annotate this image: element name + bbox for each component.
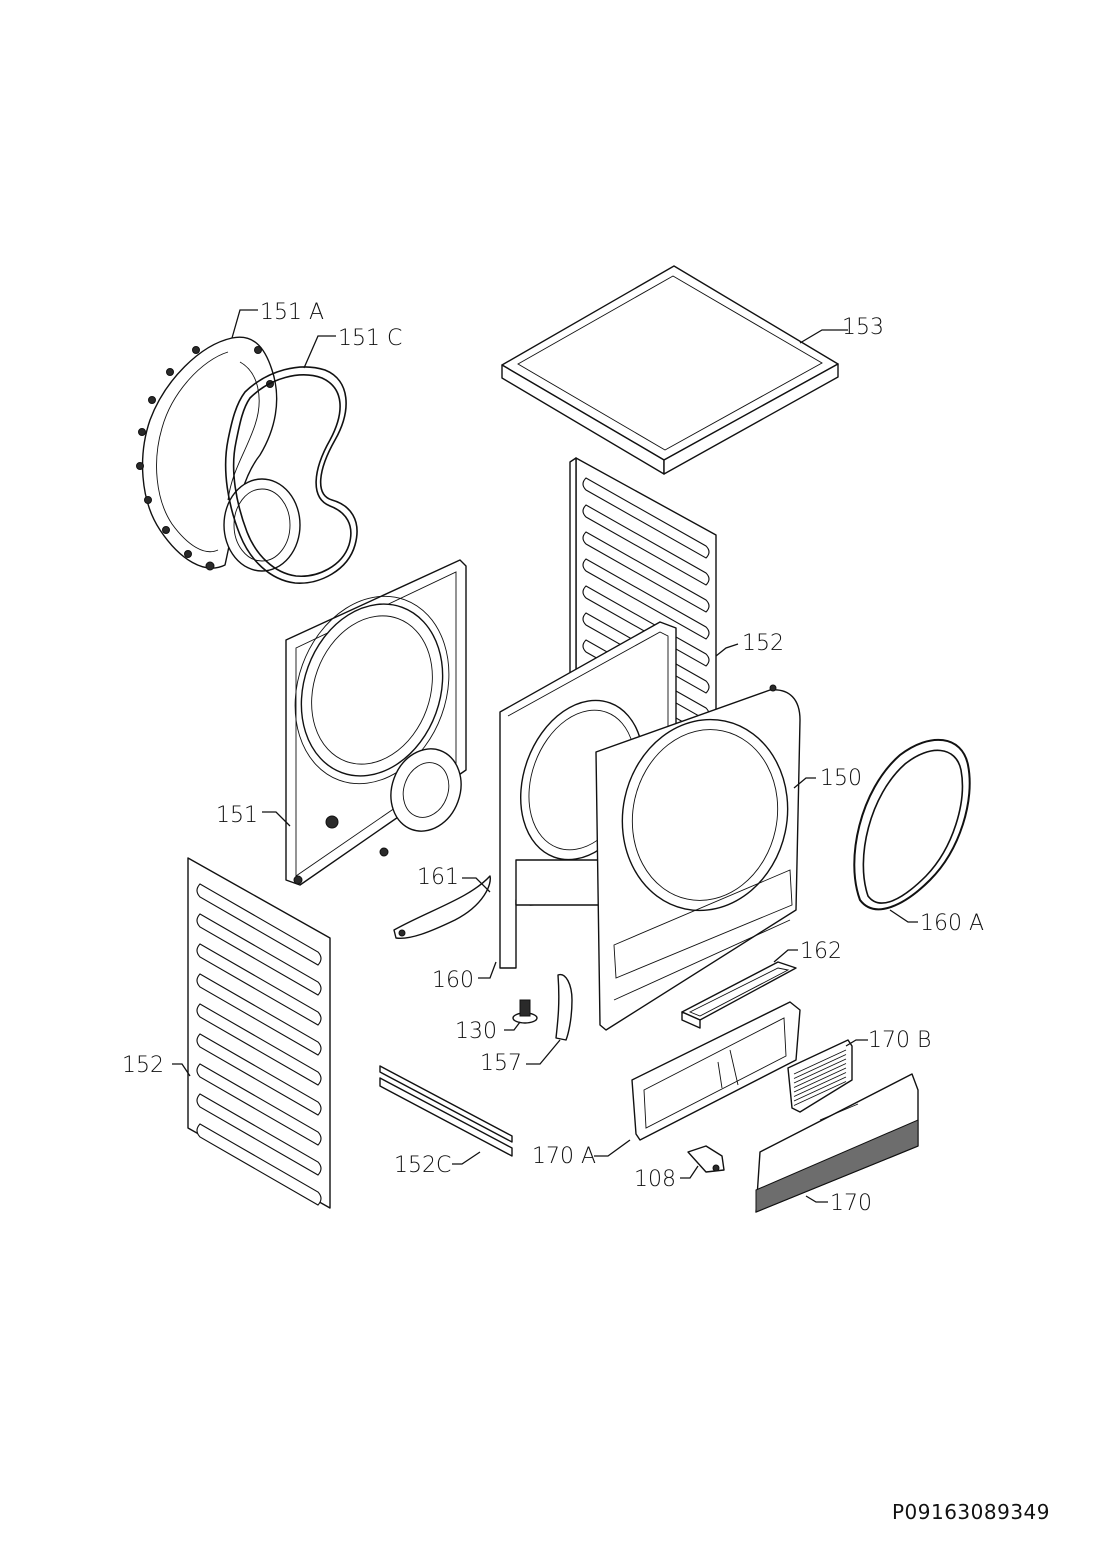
callout-170b: 170 B (868, 1028, 931, 1053)
panel-slot (196, 913, 322, 996)
panel-slot (582, 504, 710, 586)
part-130-foot (512, 999, 538, 1024)
part-108-clip (687, 1145, 725, 1173)
callout-162: 162 (800, 939, 842, 964)
part-170b-grille (787, 1039, 853, 1113)
callout-151: 151 (216, 803, 258, 828)
part-157-strip (555, 973, 573, 1041)
panel-slot (196, 1123, 322, 1206)
panel-slot (582, 558, 710, 640)
panel-slot (196, 883, 322, 966)
callout-151c: 151 C (338, 326, 402, 351)
callout-152c: 152C (394, 1153, 451, 1178)
grille-bar (793, 1058, 847, 1084)
part-170a-plinth-frame (631, 1001, 801, 1141)
callout-157: 157 (480, 1051, 522, 1076)
grille-bar (793, 1076, 847, 1102)
grille-bar (793, 1067, 847, 1093)
callout-153: 153 (842, 315, 884, 340)
part-150-front-panel (595, 684, 801, 1031)
panel-slot (582, 477, 710, 559)
part-152c-rails (379, 1065, 513, 1157)
grille-bar (793, 1072, 847, 1097)
part-162-filter-frame (681, 961, 797, 1029)
part-152-side-panel-left (187, 857, 331, 1209)
callout-151a: 151 A (260, 300, 324, 325)
leader-lines (172, 309, 918, 1203)
callout-labels: 151 A 151 C 153 152 150 151 161 160 A 16… (122, 300, 984, 1216)
panel-slot (582, 531, 710, 613)
callout-160a: 160 A (920, 911, 984, 936)
callout-160: 160 (432, 968, 474, 993)
panel-slot (582, 585, 710, 667)
callout-170a: 170 A (532, 1144, 596, 1169)
callout-170: 170 (830, 1191, 872, 1216)
grille-bar (793, 1081, 847, 1106)
callout-150: 150 (820, 766, 862, 791)
panel-slot (196, 1093, 322, 1176)
panel-slot (196, 1003, 322, 1086)
document-id: P09163089349 (891, 1500, 1050, 1524)
part-170-kickplate (755, 1073, 919, 1213)
part-160a-door-seal (853, 738, 971, 911)
panel-slot (196, 1063, 322, 1146)
panel-slot (196, 973, 322, 1056)
grille-bar (793, 1049, 847, 1075)
grille-bar (793, 1054, 847, 1079)
part-151c-gasket (224, 366, 358, 584)
panel-slot (196, 1033, 322, 1116)
callout-108: 108 (634, 1167, 676, 1192)
grille-bar (793, 1063, 847, 1088)
callout-161: 161 (417, 865, 459, 890)
callout-152-top: 152 (742, 631, 784, 656)
part-153-top-cover (501, 265, 839, 475)
panel-slot (196, 943, 322, 1026)
callout-130: 130 (455, 1019, 497, 1044)
part-151-rear-panel (285, 559, 467, 886)
callout-152-left: 152 (122, 1053, 164, 1078)
